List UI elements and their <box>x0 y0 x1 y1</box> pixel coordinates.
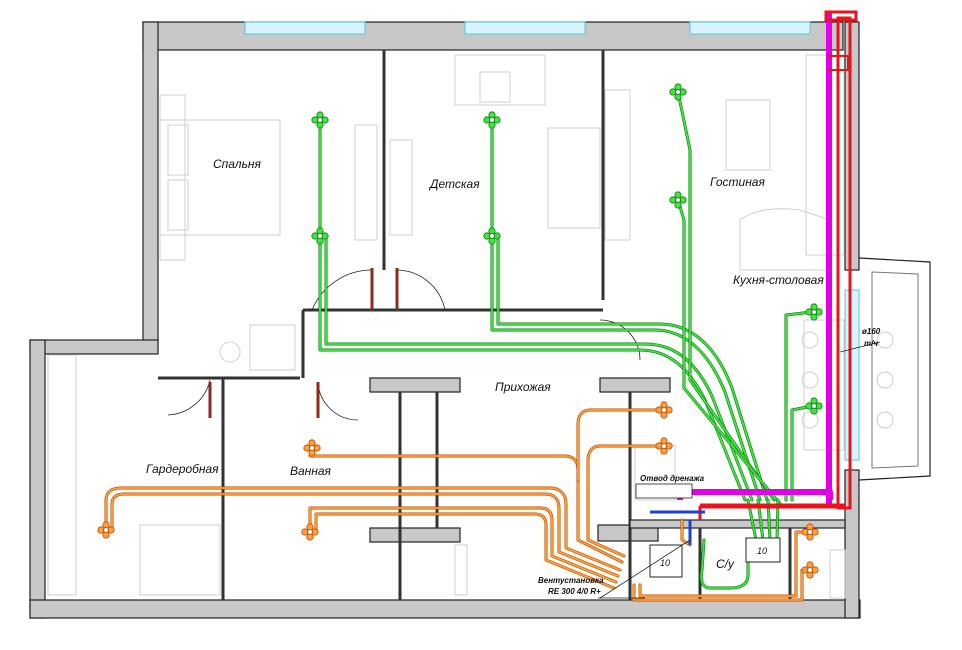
diffuser-icon[interactable] <box>311 227 329 245</box>
diffuser-icon[interactable] <box>805 303 823 321</box>
windows <box>244 21 860 461</box>
extract-ducts <box>104 408 810 602</box>
diffuser-icon[interactable] <box>669 191 687 209</box>
window <box>689 21 811 35</box>
drain-label: Отвод дренажа <box>640 474 705 483</box>
room-label-kitchen: Кухня-столовая <box>733 273 824 287</box>
room-label-bath: Ванная <box>290 464 332 478</box>
diffuser-icon[interactable] <box>669 83 687 101</box>
riser-label-line2: т/ч <box>864 339 878 348</box>
diffuser-icon[interactable] <box>97 521 115 539</box>
supply-plenum[interactable] <box>745 537 781 563</box>
unit-label-line2: RE 300 4/0 R+ <box>548 587 601 596</box>
furniture <box>47 54 894 599</box>
room-label-bedroom: Спальня <box>213 157 261 171</box>
diffuser-icon[interactable] <box>483 227 501 245</box>
room-label-kids: Детская <box>428 177 480 191</box>
doors <box>167 268 676 501</box>
diffuser-icon[interactable] <box>655 437 673 455</box>
room-label-wardrobe: Гардеробная <box>146 462 219 476</box>
room-label-living: Гостиная <box>710 175 765 189</box>
room-label-wc: С/у <box>716 557 735 571</box>
diffuser-icon[interactable] <box>301 523 319 541</box>
exhaust-duct-magenta <box>826 12 832 507</box>
room-labels: Спальня Детская Гостиная Кухня-столовая … <box>146 157 824 571</box>
room-label-hall: Прихожая <box>495 380 551 394</box>
exhaust-riser <box>677 10 858 520</box>
diffuser-icon[interactable] <box>655 401 673 419</box>
window <box>844 289 860 461</box>
diffuser-icon[interactable] <box>483 111 501 129</box>
supply-ducts <box>318 90 814 590</box>
unit-number-right: 10 <box>757 546 767 556</box>
condensate-line <box>650 510 705 545</box>
unit-number-left: 10 <box>660 558 670 568</box>
ventilation-units: 10 10 <box>598 341 881 599</box>
inner-walls <box>158 50 846 600</box>
extract-diffusers <box>97 401 819 579</box>
window <box>244 21 366 35</box>
unit-label-line1: Вентустановка <box>538 576 604 585</box>
supply-diffusers <box>311 83 823 415</box>
diffuser-icon[interactable] <box>801 561 819 579</box>
diffuser-icon[interactable] <box>311 111 329 129</box>
riser-label-line1: ø160 <box>862 327 881 336</box>
diffuser-icon[interactable] <box>303 439 321 457</box>
ventilation-unit[interactable] <box>649 544 683 578</box>
annotations: Отвод дренажа Вентустановка RE 300 4/0 R… <box>538 327 881 596</box>
diffuser-icon[interactable] <box>805 397 823 415</box>
diffuser-icon[interactable] <box>801 523 819 541</box>
window <box>464 21 586 35</box>
